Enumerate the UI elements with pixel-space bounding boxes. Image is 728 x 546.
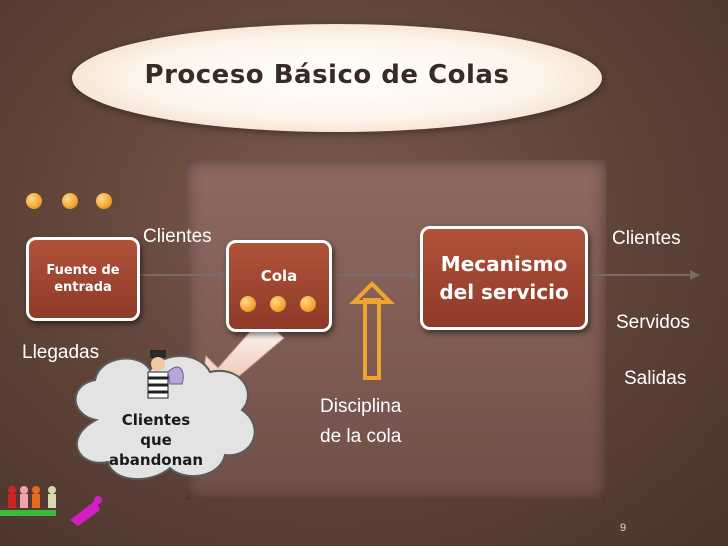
cola-box: Cola [226,240,332,332]
abandon-cloud [74,355,256,480]
dot-3 [96,193,112,209]
people-icons [0,486,102,526]
cloud-line-3: abandonan [108,451,204,469]
disciplina-arrow [349,281,395,380]
slide-title: Proceso Básico de Colas [144,60,510,90]
cloud-text: Clientes que abandonan [97,410,215,470]
page-number: 9 [620,522,627,534]
prisoner-figure [147,350,184,399]
mecanismo-box: Mecanismo del servicio [420,226,588,330]
cloud-line-1: Clientes [121,411,191,429]
mecanismo-label: Mecanismo del servicio [439,252,569,304]
arrowhead-cola-mecanismo [410,270,420,280]
fuente-label: Fuente de entrada [46,263,120,295]
llegadas-label: Llegadas [22,342,100,363]
clientes-left-label: Clientes [143,226,212,247]
queue-dot-2 [270,296,286,312]
queue-dot-3 [300,296,316,312]
dot-1 [26,193,42,209]
arrowhead-fuente-cola [220,270,230,280]
queue-dot-1 [240,296,256,312]
dot-2 [62,193,78,209]
arrowhead-salida [690,270,700,280]
fuente-de-entrada-box: Fuente de entrada [26,237,140,321]
title-oval: Proceso Básico de Colas [72,24,602,132]
disciplina-label-2: de la cola [320,426,402,447]
salidas-label: Salidas [624,368,687,389]
cola-label: Cola [260,267,298,285]
servidos-label: Servidos [616,312,690,333]
clientes-right-label: Clientes [612,228,681,249]
disciplina-label-1: Disciplina [320,396,402,417]
cloud-line-2: que [140,431,172,449]
